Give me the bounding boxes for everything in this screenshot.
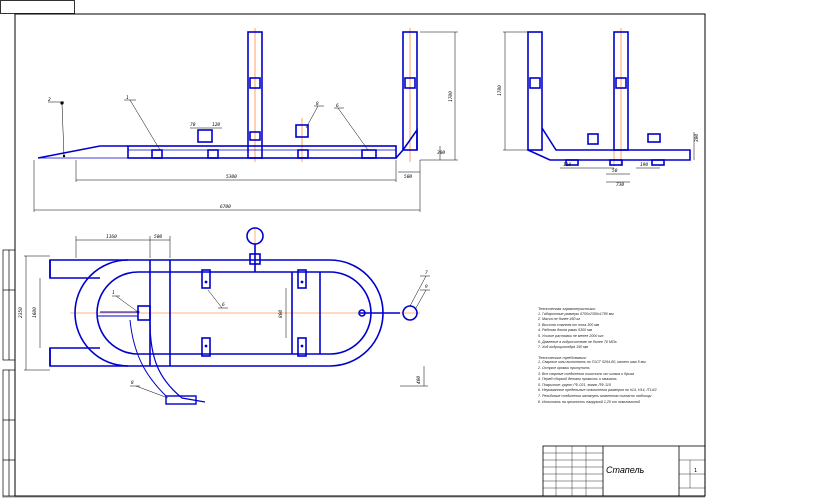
plan-dim-top-b: 500 [154,234,162,240]
notes-req-item: 7. Резьбовые соединения затянуть моменто… [538,393,652,398]
notes-heading-spec: Техническая характеристика: [538,306,596,311]
callout-6: 6 [336,103,339,109]
notes-heading-requirements: Технические требования: [538,354,587,360]
plan-callout-1: 1 [112,290,115,296]
callout-1: 1 [126,95,129,101]
notes-req-item: 4. Перед сборкой детали промыть и смазат… [538,377,617,382]
plan-view: 1160 500 2350 1600 800 400 1 6 7 9 8 [18,227,430,405]
side-dim-d4: 190 [640,162,648,168]
plan-dim-top-a: 1160 [106,234,117,240]
front-elevation-view: 6700 5300 500 300 70 120 1700 2 1 8 6 [33,28,458,212]
dim-bracket-a: 70 [190,122,196,128]
notes-spec-item: 3. Высота стапеля от пола 300 мм [538,322,600,327]
side-dim-base: 300 [694,134,700,143]
notes-spec-item: 2. Масса не более 450 кг [538,317,581,322]
dim-frame-length: 5300 [226,174,237,180]
plan-dim-tail: 400 [416,376,422,384]
plan-dim-rail: 800 [278,310,284,318]
dim-bracket-b: 120 [212,122,220,128]
front-axis-lines [254,28,411,162]
plan-callout-8: 8 [131,380,134,386]
side-dim-height: 1780 [497,85,503,96]
notes-spec-item: 5. Усилие растяжки не менее 2000 кгс [538,333,604,338]
plan-callout-6: 6 [222,302,225,308]
plan-dim-width: 2350 [18,307,24,318]
notes-spec-item: 6. Давление в гидросистеме не более 70 М… [538,339,617,344]
notes-req-item: 5. Покрытие: грунт ГФ-021, эмаль ПФ-115 [538,382,611,387]
callout-2: 2 [48,97,51,103]
dim-height-total: 1700 [448,91,454,102]
front-dimension-lines [33,31,458,212]
side-dim-d2: 110 [563,162,571,168]
notes-req-item: 1. Сварные швы выполнять по ГОСТ 5264-80… [538,360,646,365]
drawing-title: Стапель [606,465,645,475]
title-block [542,445,706,497]
sheet-number: 1 [694,468,697,474]
side-view: 1780 300 730 110 50 190 [497,28,700,188]
notes-req-item: 2. Острые кромки притупить [538,365,590,370]
notes-spec-item: 4. Рабочая длина рамы 5300 мм [538,328,593,333]
technical-notes: Техническая характеристика: 1. Габаритны… [538,305,696,445]
hydraulic-hose [149,321,206,403]
plan-callout-9: 9 [425,284,428,290]
notes-spec-item: 7. Ход гидроцилиндра 150 мм [538,345,589,350]
dim-base-height: 300 [436,150,445,156]
dim-end-offset: 500 [404,174,412,180]
front-frame-body [37,31,418,159]
notes-req-item: 6. Неуказанные предельные отклонения раз… [538,388,657,393]
dim-overall-length: 6700 [220,204,231,210]
plan-dim-inner: 1600 [32,307,38,318]
plan-callout-7: 7 [425,270,428,276]
side-dim-d1: 730 [616,182,624,188]
notes-spec-item: 1. Габаритные размеры 6700х2350х1780 мм [538,311,614,316]
notes-req-item: 3. Все сварные соединения очистить от шл… [538,371,635,376]
callout-8: 8 [316,101,319,107]
notes-req-item: 8. Испытать на прочность нагрузкой 1,25 … [538,399,641,404]
left-binding-strips [2,249,16,497]
side-dim-d3: 50 [612,168,618,174]
